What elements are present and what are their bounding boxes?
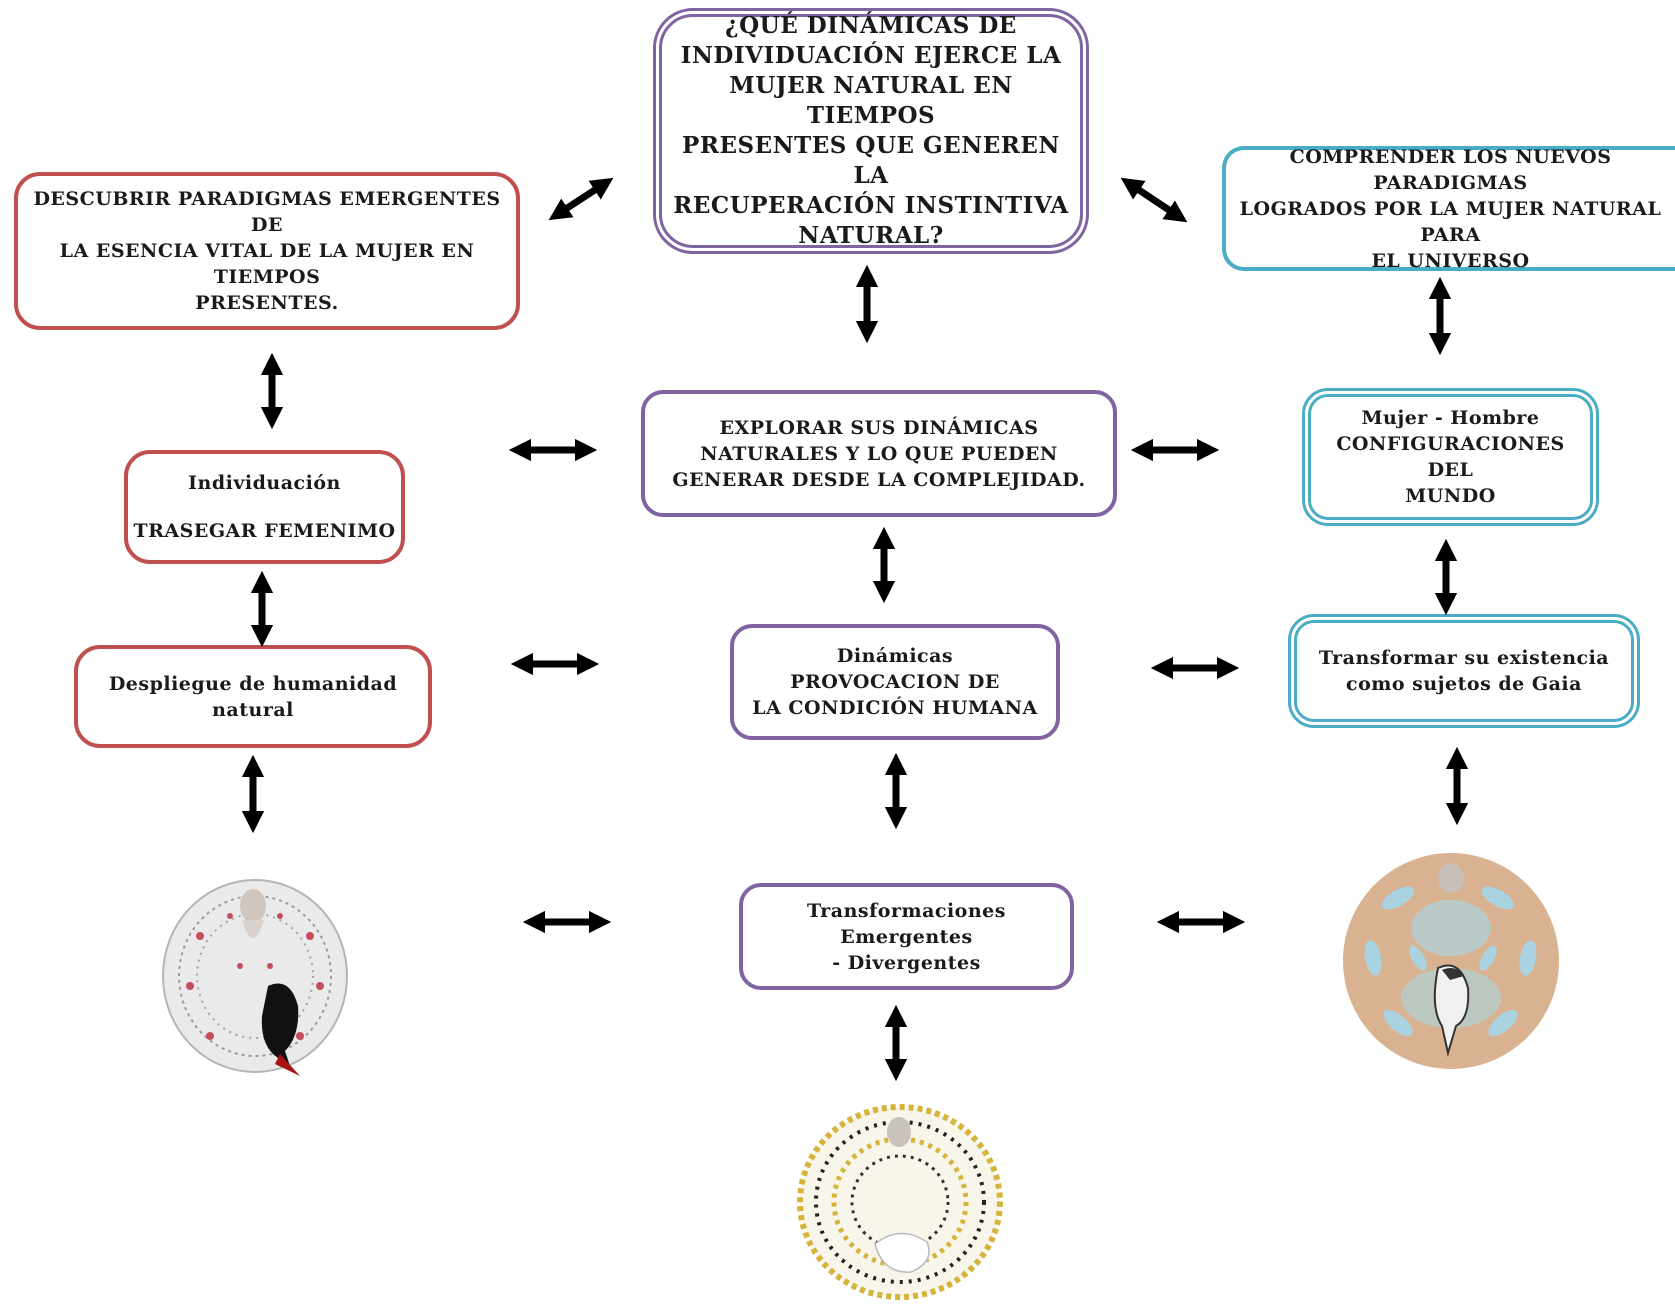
research-question-line: INDIVIDUACIÓN EJERCE LA bbox=[680, 42, 1062, 69]
left-objective-line: LA ESENCIA VITAL DE LA MUJER EN TIEMPOS bbox=[59, 240, 475, 288]
double-arrow-icon bbox=[548, 177, 614, 221]
explore-dynamics-box: EXPLORAR SUS DINÁMICAS NATURALES Y LO QU… bbox=[641, 390, 1117, 517]
explore-dynamics-line: EXPLORAR SUS DINÁMICAS bbox=[719, 416, 1039, 439]
dinamicas-line: PROVOCACION DE bbox=[790, 671, 1000, 693]
despliegue-box: Despliegue de humanidad natural bbox=[74, 645, 432, 748]
mujer-hombre-line: Mujer - Hombre bbox=[1361, 407, 1540, 429]
research-question-line: RECUPERACIÓN INSTINTIVA bbox=[673, 192, 1069, 219]
right-objective-line: LOGRADOS POR LA MUJER NATURAL PARA bbox=[1239, 197, 1662, 246]
dinamicas-line: LA CONDICIÓN HUMANA bbox=[752, 697, 1038, 719]
dinamicas-box: Dinámicas PROVOCACION DE LA CONDICIÓN HU… bbox=[730, 624, 1060, 740]
research-question-line: NATURAL? bbox=[798, 222, 944, 249]
explore-dynamics-line: GENERAR DESDE LA COMPLEJIDAD. bbox=[672, 468, 1086, 491]
individuacion-subtitle: TRASEGAR FEMENIMO bbox=[133, 520, 396, 542]
individuacion-title: Individuación bbox=[188, 472, 341, 494]
dinamicas-line: Dinámicas bbox=[836, 645, 954, 667]
transformaciones-box: Transformaciones Emergentes - Divergente… bbox=[739, 883, 1074, 990]
transformar-line: Transformar su existencia bbox=[1318, 647, 1610, 669]
mandala-woman-white-bird bbox=[797, 1104, 1003, 1300]
transformar-box: Transformar su existencia como sujetos d… bbox=[1288, 614, 1640, 728]
research-question-line: MUJER NATURAL EN TIEMPOS bbox=[729, 72, 1013, 129]
mandala-woman-black-bird bbox=[162, 879, 348, 1076]
research-question-line: ¿QUÉ DINÁMICAS DE bbox=[725, 12, 1017, 39]
transformaciones-line: Transformaciones Emergentes bbox=[807, 899, 1006, 948]
despliegue-line: natural bbox=[212, 698, 294, 721]
mandala-woman-kookaburra bbox=[1343, 853, 1559, 1069]
right-objective-line: COMPRENDER LOS NUEVOS PARADIGMAS bbox=[1289, 145, 1612, 194]
research-question-box: ¿QUÉ DINÁMICAS DE INDIVIDUACIÓN EJERCE L… bbox=[653, 8, 1089, 254]
left-objective-line: PRESENTES. bbox=[195, 292, 339, 314]
mujer-hombre-box: Mujer - Hombre CONFIGURACIONES DEL MUNDO bbox=[1302, 388, 1599, 526]
right-objective-line: EL UNIVERSO bbox=[1371, 249, 1530, 272]
despliegue-line: Despliegue de humanidad bbox=[108, 672, 398, 695]
mujer-hombre-line: CONFIGURACIONES DEL bbox=[1336, 433, 1565, 481]
explore-dynamics-line: NATURALES Y LO QUE PUEDEN bbox=[700, 442, 1058, 465]
left-objective-box: DESCUBRIR PARADIGMAS EMERGENTES DE LA ES… bbox=[14, 172, 520, 330]
left-objective-line: DESCUBRIR PARADIGMAS EMERGENTES DE bbox=[33, 188, 501, 236]
transformaciones-line: - Divergentes bbox=[832, 951, 981, 974]
research-question-line: PRESENTES QUE GENEREN LA bbox=[682, 132, 1060, 189]
individuacion-box: Individuación TRASEGAR FEMENIMO bbox=[124, 450, 405, 564]
right-objective-box: COMPRENDER LOS NUEVOS PARADIGMAS LOGRADO… bbox=[1222, 145, 1675, 272]
transformar-line: como sujetos de Gaia bbox=[1346, 673, 1582, 695]
mujer-hombre-line: MUNDO bbox=[1405, 485, 1496, 507]
double-arrow-icon bbox=[1120, 177, 1188, 223]
